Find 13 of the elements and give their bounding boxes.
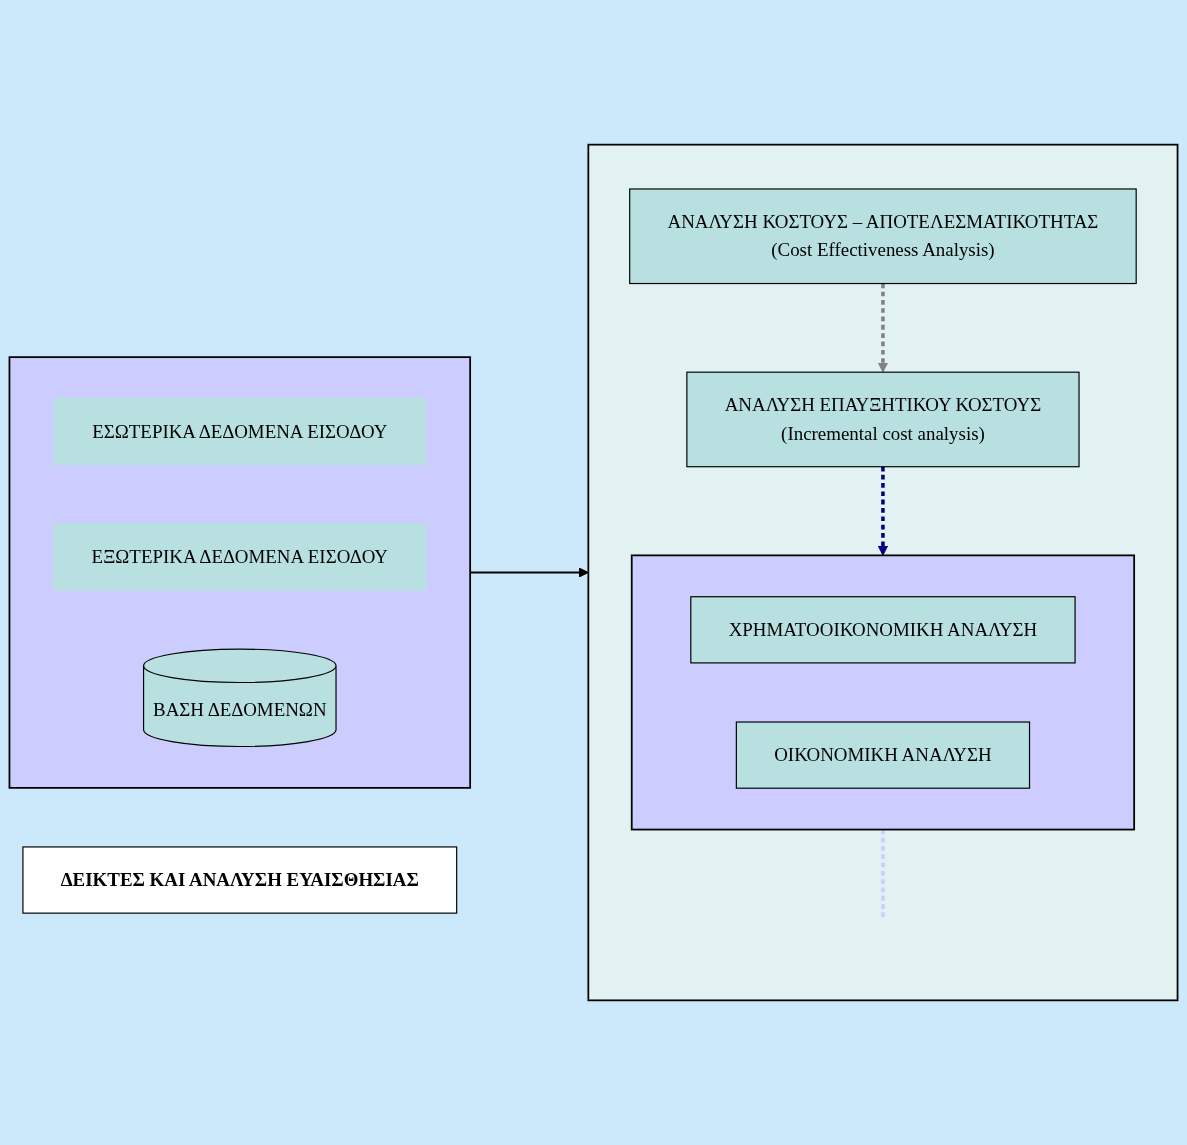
arrow — [877, 466, 889, 556]
node-box: ΔΕΙΚΤΕΣ ΚΑΙ ΑΝΑΛΥΣΗ ΕΥΑΙΣΘΗΣΙΑΣ — [22, 846, 458, 914]
node-box: ΧΡΗΜΑΤΟΟΙΚΟΝΟΜΙΚΗ ΑΝΑΛΥΣΗ — [690, 596, 1076, 664]
cluster — [630, 554, 1136, 831]
cluster — [587, 143, 1179, 1002]
node-box: ΑΝΑΛΥΣΗ ΚΟΣΤΟΥΣ – ΑΠΟΤΕΛΕΣΜΑΤΙΚΟΤΗΤΑΣ (Cost Effectiveness Analysis) — [629, 188, 1137, 285]
node-box: ΕΞΩΤΕΡΙΚΑ ΔΕΔΟΜΕΝΑ ΕΙΣΟΔΟΥ — [53, 523, 427, 591]
node-box: ΟΙΚΟΝΟΜΙΚΗ ΑΝΑΛΥΣΗ — [735, 721, 1031, 789]
node-box: ΑΝΑΛΥΣΗ ΕΠΑΥΞΗΤΙΚΟΥ ΚΟΣΤΟΥΣ (Incremental cost analysis) — [686, 371, 1080, 468]
arrow — [877, 283, 889, 373]
connector — [881, 829, 885, 919]
node-box: ΕΣΩΤΕΡΙΚΑ ΔΕΔΟΜΕΝΑ ΕΙΣΟΔΟΥ — [53, 397, 426, 466]
cluster — [8, 356, 472, 789]
